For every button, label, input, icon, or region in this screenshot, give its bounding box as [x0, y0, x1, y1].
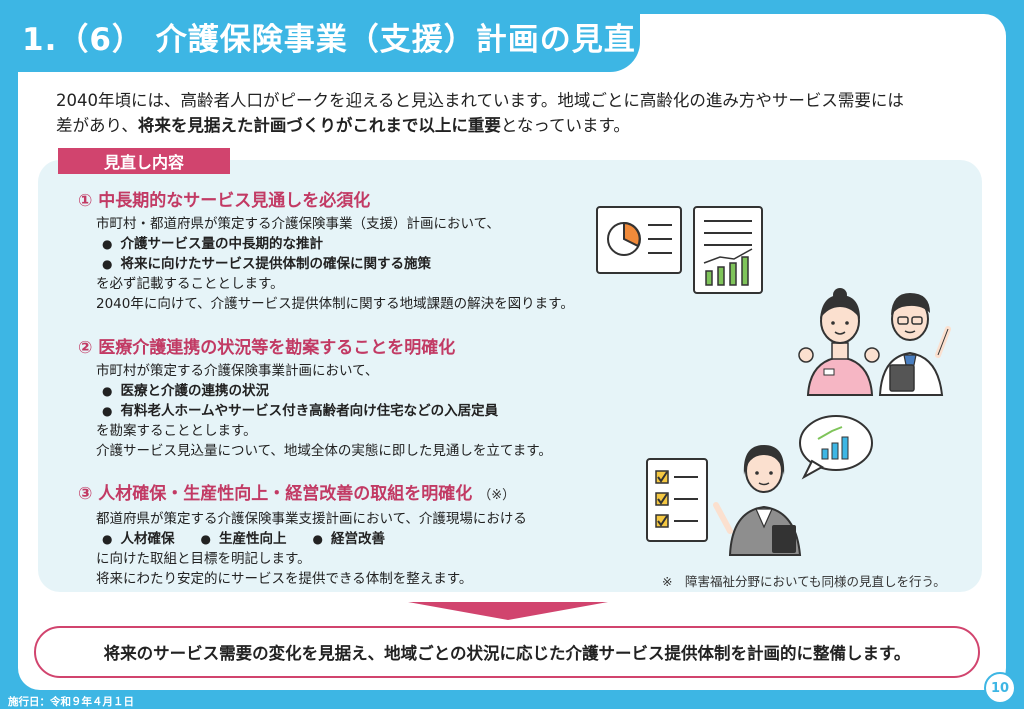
item-heading-text: ③ 人材確保・生産性向上・経営改善の取組を明確化	[78, 484, 473, 504]
intro-text-2: 差があり、	[56, 116, 138, 135]
page-title: 1.（6） 介護保険事業（支援）計画の見直し	[22, 21, 668, 58]
item-bullet: 医療と介護の連携の状況	[96, 381, 552, 401]
item-lead: 市町村が策定する介護保険事業計画において、	[96, 363, 379, 379]
item-bullet: 有料老人ホームやサービス付き高齢者向け住宅などの入居定員	[96, 401, 552, 421]
care-staff-illustration	[798, 288, 951, 396]
review-item-3: ③ 人材確保・生産性向上・経営改善の取組を明確化 （※） 都道府県が策定する介護…	[78, 483, 527, 589]
conclusion-box: 将来のサービス需要の変化を見据え、地域ごとの状況に応じた介護サービス提供体制を計…	[34, 626, 980, 678]
chart-speech-bubble-icon	[799, 415, 873, 480]
enforcement-date: 施行日：令和９年４月１日	[8, 696, 134, 708]
intro-emphasis: 将来を見据えた計画づくりがこれまで以上に重要	[137, 116, 501, 135]
doctor-figure	[878, 293, 951, 396]
checklist-icon	[646, 458, 708, 542]
item-tail: に向けた取組と目標を明記します。	[96, 551, 311, 567]
item-heading: ③ 人材確保・生産性向上・経営改善の取組を明確化 （※）	[78, 483, 527, 507]
item-heading: ② 医療介護連携の状況等を勘案することを明確化	[78, 338, 456, 358]
item-lead: 都道府県が策定する介護保険事業支援計画において、介護現場における	[96, 511, 527, 527]
item-heading: ① 中長期的なサービス見通しを必須化	[78, 191, 371, 211]
item-tail: 将来にわたり安定的にサービスを提供できる体制を整えます。	[96, 571, 473, 587]
item-bullet: 将来に向けたサービス提供体制の確保に関する施策	[96, 254, 574, 274]
intro-text-3: となっています。	[500, 116, 630, 135]
item-note: （※）	[478, 488, 516, 503]
nurse-figure	[798, 288, 880, 396]
pie-document-icon	[596, 206, 682, 274]
item-tail: を勘案することとします。	[96, 423, 257, 439]
down-arrow-icon	[408, 602, 608, 620]
report-documents-illustration	[596, 206, 763, 294]
footnote: ※ 障害福祉分野においても同様の見直しを行う。	[662, 574, 946, 589]
item-bullet: 介護サービス量の中長期的な推計	[96, 234, 574, 254]
item-bullet: 経営改善	[306, 531, 384, 547]
intro-line-1: 2040年頃には、高齢者人口がピークを迎えると見込まれています。地域ごとに高齢化…	[56, 91, 904, 110]
title-bar: 1.（6） 介護保険事業（支援）計画の見直し	[0, 0, 667, 72]
page-number: 10	[984, 672, 1016, 704]
item-bullet: 生産性向上	[194, 531, 286, 547]
item-tail: 2040年に向けて、介護サービス提供体制に関する地域課題の解決を図ります。	[96, 296, 574, 312]
intro-line-2: 差があり、将来を見据えた計画づくりがこれまで以上に重要となっています。	[56, 113, 956, 138]
review-item-1: ① 中長期的なサービス見通しを必須化 市町村・都道府県が策定する介護保険事業（支…	[78, 190, 574, 314]
item-bullets-inline: 人材確保 生産性向上 経営改善	[96, 529, 527, 549]
review-label: 見直し内容	[58, 148, 230, 174]
planning-illustration	[646, 415, 873, 556]
item-bullet: 人材確保	[96, 531, 174, 547]
review-item-2: ② 医療介護連携の状況等を勘案することを明確化 市町村が策定する介護保険事業計画…	[78, 337, 552, 461]
item-tail: 介護サービス見込量について、地域全体の実態に即した見通しを立てます。	[96, 443, 552, 459]
presenter-figure	[713, 445, 802, 556]
intro-text: 2040年頃には、高齢者人口がピークを迎えると見込まれています。地域ごとに高齢化…	[56, 88, 956, 138]
item-lead: 市町村・都道府県が策定する介護保険事業（支援）計画において、	[96, 216, 500, 232]
bar-document-icon	[693, 206, 763, 294]
item-tail: を必ず記載することとします。	[96, 276, 284, 292]
